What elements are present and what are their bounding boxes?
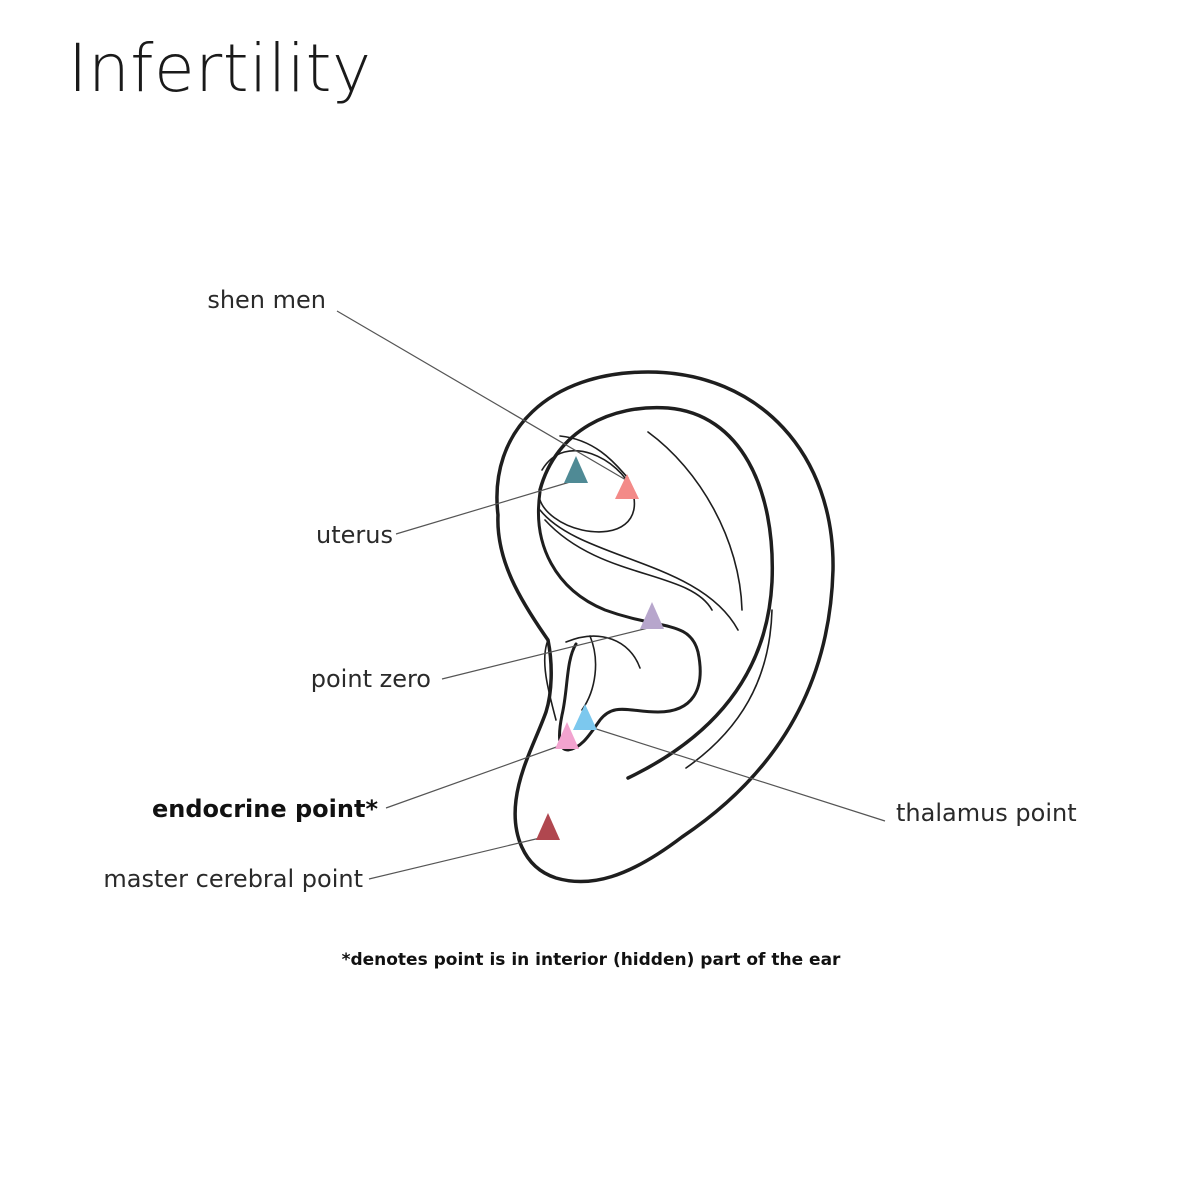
footnote: *denotes point is in interior (hidden) p… — [0, 950, 1182, 970]
ear-concha-line-1 — [566, 636, 640, 668]
endocrine-point-label: endocrine point* — [152, 797, 378, 821]
ear-outline — [497, 372, 833, 882]
master-cerebral-marker — [536, 813, 560, 840]
ear-antihelix — [538, 492, 700, 750]
ear-crus-line-1 — [540, 510, 738, 630]
uterus-label: uterus — [316, 523, 393, 547]
thalamus-point-label: thalamus point — [896, 801, 1077, 825]
shen-men-marker — [615, 474, 639, 499]
shen-men-leader — [337, 311, 626, 480]
point-zero-label: point zero — [311, 667, 431, 691]
leader-lines — [337, 311, 885, 879]
thalamus-marker — [573, 704, 597, 730]
master-cerebral-leader — [369, 838, 540, 879]
point-markers — [536, 456, 664, 840]
master-cerebral-point-label: master cerebral point — [103, 867, 363, 891]
endocrine-leader — [386, 745, 562, 808]
ear-crus-line-3 — [648, 432, 742, 610]
ear-concha-line-2 — [582, 636, 596, 710]
shen-men-label: shen men — [207, 288, 326, 312]
point-zero-marker — [640, 602, 664, 629]
uterus-marker — [564, 456, 588, 483]
